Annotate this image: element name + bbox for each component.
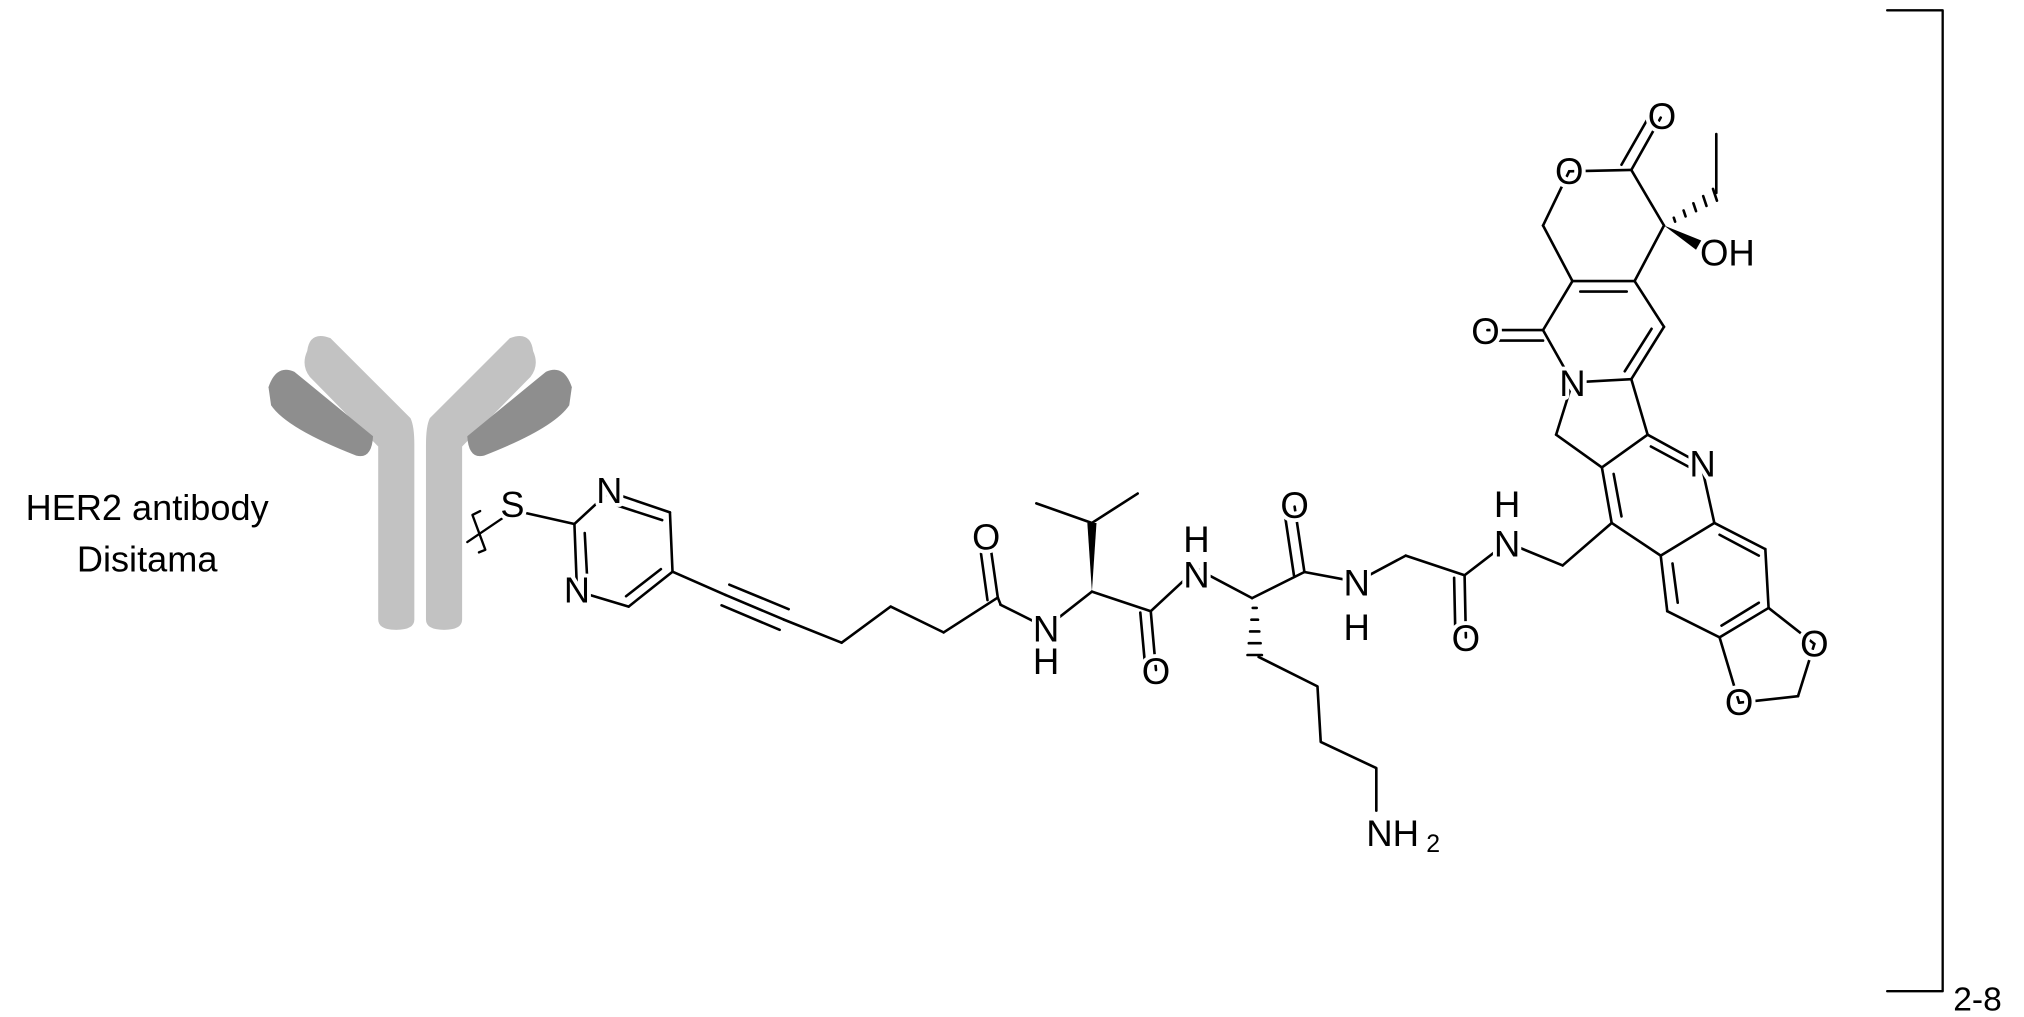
wedge-bond <box>1087 522 1097 592</box>
atom-oxygen: O <box>1452 618 1480 659</box>
atom-nitrogen: N <box>1033 608 1059 649</box>
atom-hydrogen: H <box>1033 641 1059 682</box>
peptide-payload: O O OH O N N O O N H O N H O N H O N H N… <box>999 92 1833 858</box>
wedge-bond <box>1663 225 1702 250</box>
atom-oxygen: O <box>1800 623 1828 664</box>
linker-atom-labels: S N N O <box>497 466 1005 614</box>
drug-antibody-ratio-label: 2-8 <box>1953 982 2002 1017</box>
atom-nitrogen: N <box>1183 555 1209 596</box>
amine-subscript: 2 <box>1426 831 1440 858</box>
atom-oxygen: O <box>1725 682 1753 723</box>
heavy-chain-right <box>425 336 536 630</box>
atom-oxygen: O <box>1142 651 1170 692</box>
atom-oxygen: O <box>1471 311 1499 352</box>
atom-nitrogen: N <box>1559 363 1585 404</box>
atom-nitrogen: N <box>564 569 590 610</box>
atom-oxygen: O <box>1555 151 1583 192</box>
atom-oxygen: O <box>972 516 1000 557</box>
payload-atom-labels: O O OH O N N O O N H O N H O N H O N H N… <box>1029 92 1833 858</box>
drug-antibody-ratio-bracket <box>1886 9 1944 993</box>
antibody-right-half <box>425 336 572 630</box>
atom-hydrogen: H <box>1494 484 1520 525</box>
atom-hydrogen: H <box>1183 519 1209 560</box>
amine-label: NH <box>1366 813 1419 854</box>
payload-bonds <box>999 113 1816 812</box>
atom-oxygen: O <box>1648 96 1676 137</box>
stereo-bonds <box>1087 187 1719 657</box>
antibody-label-line2: Disitama <box>77 539 218 580</box>
atom-hydrogen: H <box>1343 607 1369 648</box>
atom-nitrogen: N <box>1689 444 1715 485</box>
light-chain-right <box>467 369 572 457</box>
linker-bonds <box>521 490 1002 645</box>
hydroxyl-label: OH <box>1700 232 1755 273</box>
heavy-chain-left <box>304 336 415 630</box>
atom-nitrogen: N <box>596 470 622 511</box>
antibody-left-half <box>268 336 415 630</box>
light-chain-left <box>268 369 374 457</box>
atom-nitrogen: N <box>1494 523 1520 564</box>
hashed-bond <box>1246 187 1719 657</box>
atom-sulfur: S <box>500 484 524 525</box>
antibody-label-line1: HER2 antibody <box>26 487 269 528</box>
atom-nitrogen: N <box>1343 563 1369 604</box>
attachment-bond <box>466 509 505 554</box>
atom-oxygen: O <box>1280 485 1308 526</box>
antibody-icon <box>268 336 572 630</box>
